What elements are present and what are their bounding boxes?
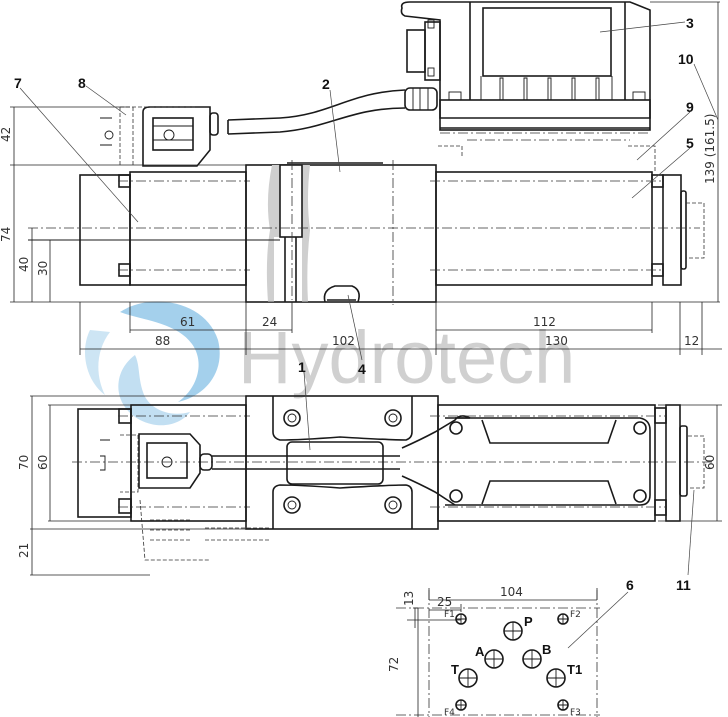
port-f2: F2	[570, 610, 581, 620]
dim-112: 112	[533, 315, 556, 329]
dim-88: 88	[155, 334, 170, 348]
body-bolts	[283, 409, 402, 514]
callouts: 1 2 3 4 5 6 7 8 9 10 11	[14, 15, 719, 649]
dim-40: 40	[17, 257, 31, 272]
callout-5: 5	[686, 135, 694, 151]
callout-4: 4	[358, 361, 366, 377]
solenoid-left	[79, 171, 250, 286]
dim-42: 42	[0, 127, 13, 142]
dim-72: 72	[387, 657, 401, 672]
callout-6: 6	[626, 577, 634, 593]
cable	[227, 89, 406, 121]
dim-102: 102	[332, 334, 355, 348]
port-t: T	[451, 662, 459, 677]
callout-1: 1	[298, 359, 306, 375]
top-view: 70 60 21 60	[17, 395, 722, 576]
port-f3: F3	[570, 708, 581, 717]
dim-70: 70	[17, 455, 31, 470]
dim-104: 104	[500, 585, 523, 599]
dim-24: 24	[262, 315, 277, 329]
callout-8: 8	[78, 75, 86, 91]
dim-60-right: 60	[703, 455, 717, 470]
callout-7: 7	[14, 75, 22, 91]
solenoid-right	[430, 171, 705, 286]
dim-25: 25	[437, 595, 452, 609]
dim-60-left: 60	[36, 455, 50, 470]
port-pattern: 104 25 13 72 P A B T T1 F1 F2 F3 F4	[387, 585, 600, 717]
watermark-logo	[85, 301, 220, 426]
callout-10: 10	[678, 51, 694, 67]
dim-12: 12	[684, 334, 699, 348]
port-t1: T1	[567, 662, 582, 677]
dim-13: 13	[402, 591, 416, 606]
valve-body	[245, 160, 437, 305]
electronics-housing	[400, 1, 656, 172]
watermark-text: Hydrotech	[238, 316, 575, 399]
callout-2: 2	[322, 76, 330, 92]
dim-139: 139 (161.5)	[703, 114, 717, 184]
dim-130: 130	[545, 334, 568, 348]
callout-3: 3	[686, 15, 694, 31]
port-p: P	[524, 614, 533, 629]
plug-connector	[100, 106, 219, 167]
callout-11: 11	[676, 577, 691, 593]
dim-74: 74	[0, 227, 13, 242]
dim-61: 61	[180, 315, 195, 329]
port-a: A	[475, 644, 485, 659]
side-view: 42 74 40 30 139 (161.5) 61 24 88 102 112…	[0, 1, 722, 355]
port-f1: F1	[444, 610, 455, 620]
port-f4: F4	[444, 708, 455, 717]
dim-21: 21	[17, 543, 31, 558]
callout-9: 9	[686, 99, 694, 115]
port-b: B	[542, 642, 551, 657]
dim-30: 30	[36, 261, 50, 276]
